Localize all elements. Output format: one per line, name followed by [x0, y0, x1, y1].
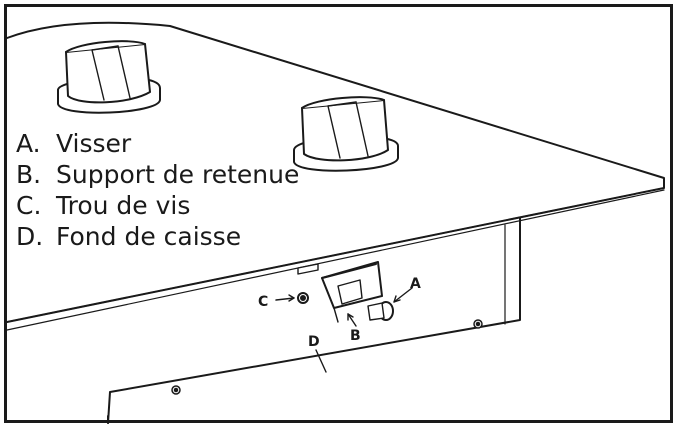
- cabinet-bottom-panel: [107, 217, 521, 424]
- cabinet-holes: [171, 319, 483, 395]
- legend-text: Fond de caisse: [56, 222, 242, 251]
- callout-d: D: [308, 334, 320, 350]
- screw: [367, 301, 394, 321]
- callout-arrows: [275, 287, 413, 373]
- legend-text: Visser: [56, 129, 132, 158]
- cooktop-front-edge: [6, 187, 665, 323]
- mounting-slot: [297, 263, 319, 275]
- legend-key: C.: [16, 191, 42, 220]
- legend-item-c: C. Trou de vis: [16, 190, 299, 221]
- retaining-bracket: [321, 261, 383, 323]
- legend-text: Support de retenue: [56, 160, 300, 189]
- callout-b: B: [350, 328, 361, 344]
- legend: A. Visser B. Support de retenue C. Trou de …: [16, 128, 299, 252]
- legend-item-a: A. Visser: [16, 128, 299, 159]
- legend-item-b: B. Support de retenue: [16, 159, 299, 190]
- knob-right: [293, 96, 399, 172]
- cooktop-surface: [6, 21, 665, 323]
- screw-hole: [297, 292, 309, 304]
- legend-text: Trou de vis: [56, 191, 191, 220]
- legend-item-d: D. Fond de caisse: [16, 221, 299, 252]
- cooktop-thickness: [6, 189, 665, 331]
- callout-c: C: [258, 294, 268, 310]
- legend-key: D.: [16, 222, 44, 251]
- callout-a: A: [410, 276, 421, 292]
- legend-key: B.: [16, 160, 42, 189]
- legend-key: A.: [16, 129, 41, 158]
- knob-left: [57, 40, 161, 114]
